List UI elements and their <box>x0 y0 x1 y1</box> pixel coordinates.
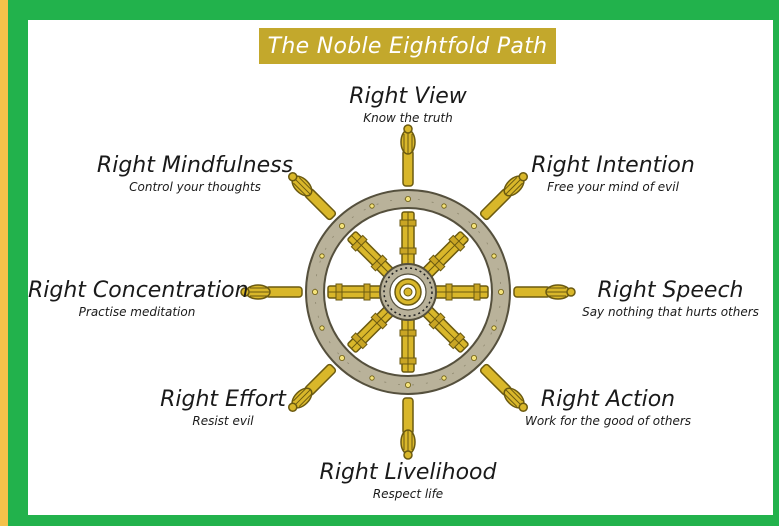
path-desc: Practise meditation <box>78 305 196 319</box>
path-label-livelihood: Right Livelihood Respect life <box>308 460 508 502</box>
path-name: Right Livelihood <box>319 460 497 485</box>
path-desc: Say nothing that hurts others <box>582 305 759 319</box>
path-desc: Free your mind of evil <box>547 180 679 194</box>
diagram-canvas: The Noble Eightfold Path Right View Know… <box>28 20 773 515</box>
path-name: Right Action <box>540 387 676 412</box>
path-label-intention: Right Intention Free your mind of evil <box>528 153 698 195</box>
handle-n <box>400 124 416 187</box>
path-name: Right Speech <box>597 278 744 303</box>
path-name: Right Concentration <box>28 278 249 303</box>
path-desc: Control your thoughts <box>129 180 261 194</box>
page-title: The Noble Eightfold Path <box>259 28 556 64</box>
path-label-effort: Right Effort Resist evil <box>148 387 298 429</box>
green-frame: The Noble Eightfold Path Right View Know… <box>8 0 779 526</box>
path-desc: Resist evil <box>192 414 254 428</box>
path-label-mindfulness: Right Mindfulness Control your thoughts <box>90 153 300 195</box>
path-name: Right View <box>349 84 467 109</box>
path-desc: Work for the good of others <box>524 414 692 428</box>
dharma-wheel <box>240 124 576 460</box>
path-label-concentration: Right Concentration Practise meditation <box>28 278 249 320</box>
path-label-action: Right Action Work for the good of others <box>513 387 703 429</box>
path-name: Right Effort <box>160 387 286 412</box>
path-desc: Respect life <box>372 487 444 501</box>
path-name: Right Intention <box>531 153 695 178</box>
path-label-view: Right View Know the truth <box>328 84 488 126</box>
path-label-speech: Right Speech Say nothing that hurts othe… <box>568 278 773 320</box>
path-desc: Know the truth <box>363 111 453 125</box>
path-name: Right Mindfulness <box>96 153 294 178</box>
